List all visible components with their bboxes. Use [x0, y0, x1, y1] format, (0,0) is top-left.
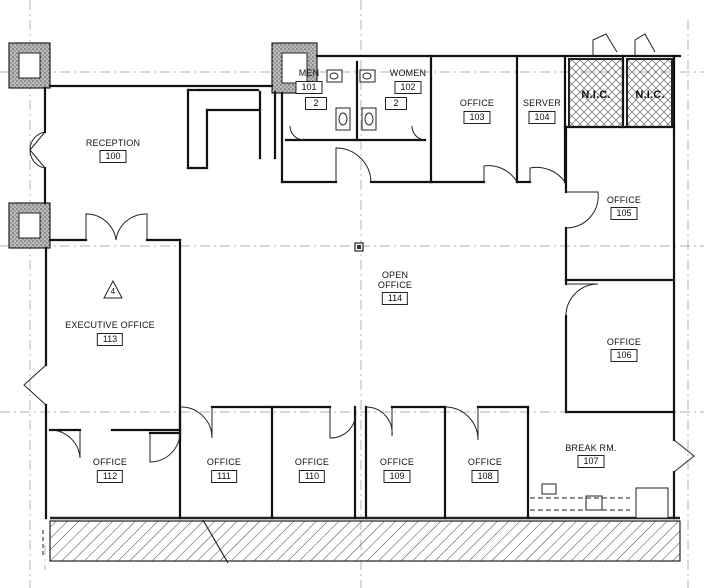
room-name-nic-2: N.I.C. — [635, 89, 665, 101]
room-name-open-office-line1: OPEN — [381, 270, 409, 280]
room-number-women: 102 — [394, 81, 422, 94]
room-number-office-109: 109 — [383, 470, 411, 483]
room-number-office-110: 110 — [298, 470, 326, 483]
room-name-men: MEN — [298, 68, 320, 78]
room-name-office-109: OFFICE — [379, 457, 415, 467]
room-number-server: 104 — [528, 111, 556, 124]
room-name-office-112: OFFICE — [92, 457, 128, 467]
doors — [23, 33, 695, 473]
room-number-office-108: 108 — [471, 470, 499, 483]
revision-tag-icon — [103, 279, 123, 299]
fixture-count-men: 2 — [305, 97, 327, 110]
room-name-office-110: OFFICE — [294, 457, 330, 467]
room-name-office-105: OFFICE — [606, 195, 642, 205]
room-number-office-111: 111 — [211, 470, 237, 483]
room-number-office-106: 106 — [610, 349, 638, 362]
room-name-nic-1: N.I.C. — [581, 89, 611, 101]
revision-tag-number: 4 — [110, 287, 116, 296]
room-name-open-office-line2: OFFICE — [377, 280, 413, 290]
room-number-executive-office: 113 — [96, 333, 124, 346]
room-number-reception: 100 — [99, 150, 127, 163]
room-number-men: 101 — [295, 81, 323, 94]
room-name-executive-office: EXECUTIVE OFFICE — [65, 320, 155, 330]
room-name-reception: RECEPTION — [85, 138, 141, 148]
room-name-server: SERVER — [522, 98, 562, 108]
room-name-office-103: OFFICE — [459, 98, 495, 108]
room-name-office-108: OFFICE — [467, 457, 503, 467]
room-name-break-room: BREAK RM. — [565, 443, 617, 453]
structural-columns — [8, 42, 364, 252]
walls — [43, 54, 682, 520]
room-number-office-103: 103 — [463, 111, 491, 124]
room-number-office-112: 112 — [96, 470, 124, 483]
room-name-women: WOMEN — [389, 68, 427, 78]
room-number-open-office: 114 — [381, 292, 409, 305]
room-name-office-111: OFFICE — [206, 457, 242, 467]
restroom-fixtures — [326, 69, 669, 519]
fixture-count-women: 2 — [385, 97, 407, 110]
room-name-office-106: OFFICE — [606, 337, 642, 347]
room-number-break-room: 107 — [577, 455, 605, 468]
room-number-office-105: 105 — [610, 207, 638, 220]
